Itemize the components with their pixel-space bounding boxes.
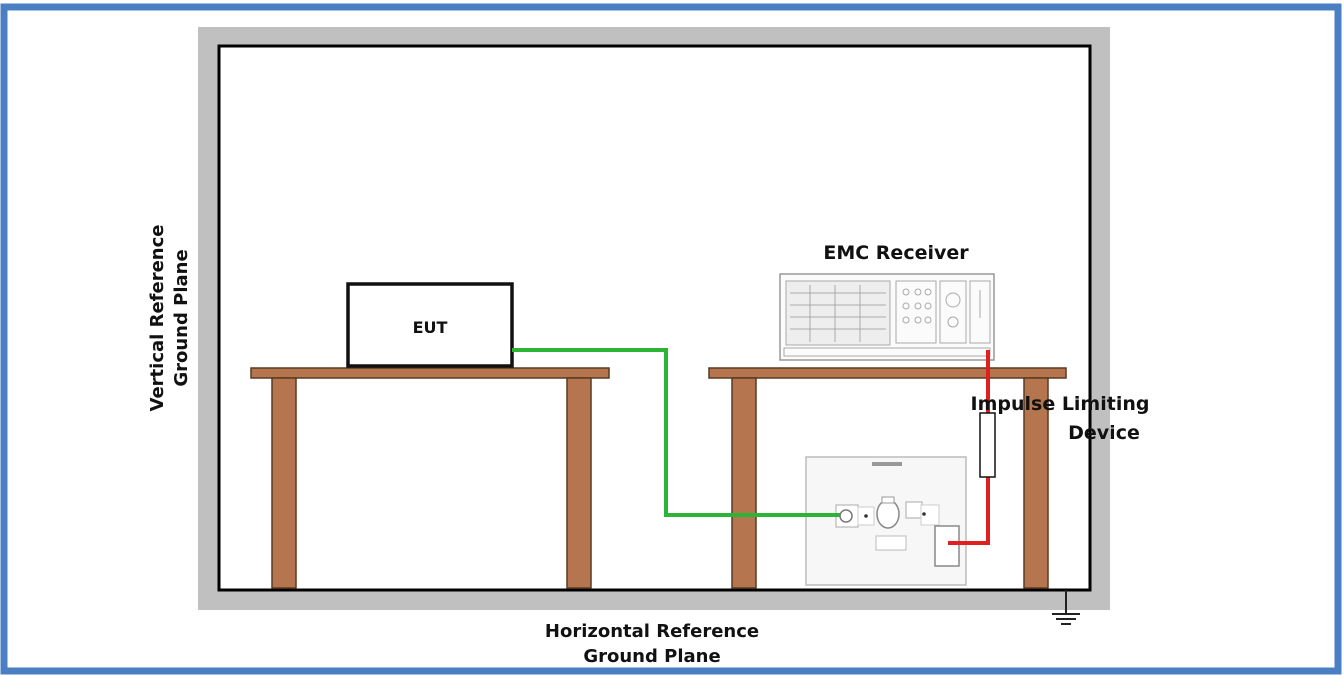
eut-cable bbox=[512, 348, 840, 517]
impulse-limiting-device bbox=[979, 412, 996, 478]
impulse-label-line1: Impulse Limiting bbox=[971, 393, 1150, 415]
vertical-plane-label-line2: Ground Plane bbox=[171, 249, 192, 386]
lisn-device bbox=[805, 456, 967, 586]
receiver-label: EMC Receiver bbox=[823, 242, 969, 264]
vertical-plane-label-line1: Vertical Reference bbox=[147, 225, 168, 412]
eut-table bbox=[250, 367, 610, 589]
eut-label: EUT bbox=[413, 318, 448, 337]
eut-box bbox=[346, 282, 514, 368]
impulse-label-line2: Device bbox=[1068, 422, 1140, 444]
emc-receiver bbox=[779, 273, 995, 361]
ground-icon bbox=[1052, 590, 1080, 625]
horizontal-plane-label-line2: Ground Plane bbox=[583, 646, 720, 667]
horizontal-plane-label-line1: Horizontal Reference bbox=[545, 621, 759, 642]
receiver-table bbox=[708, 367, 1067, 589]
